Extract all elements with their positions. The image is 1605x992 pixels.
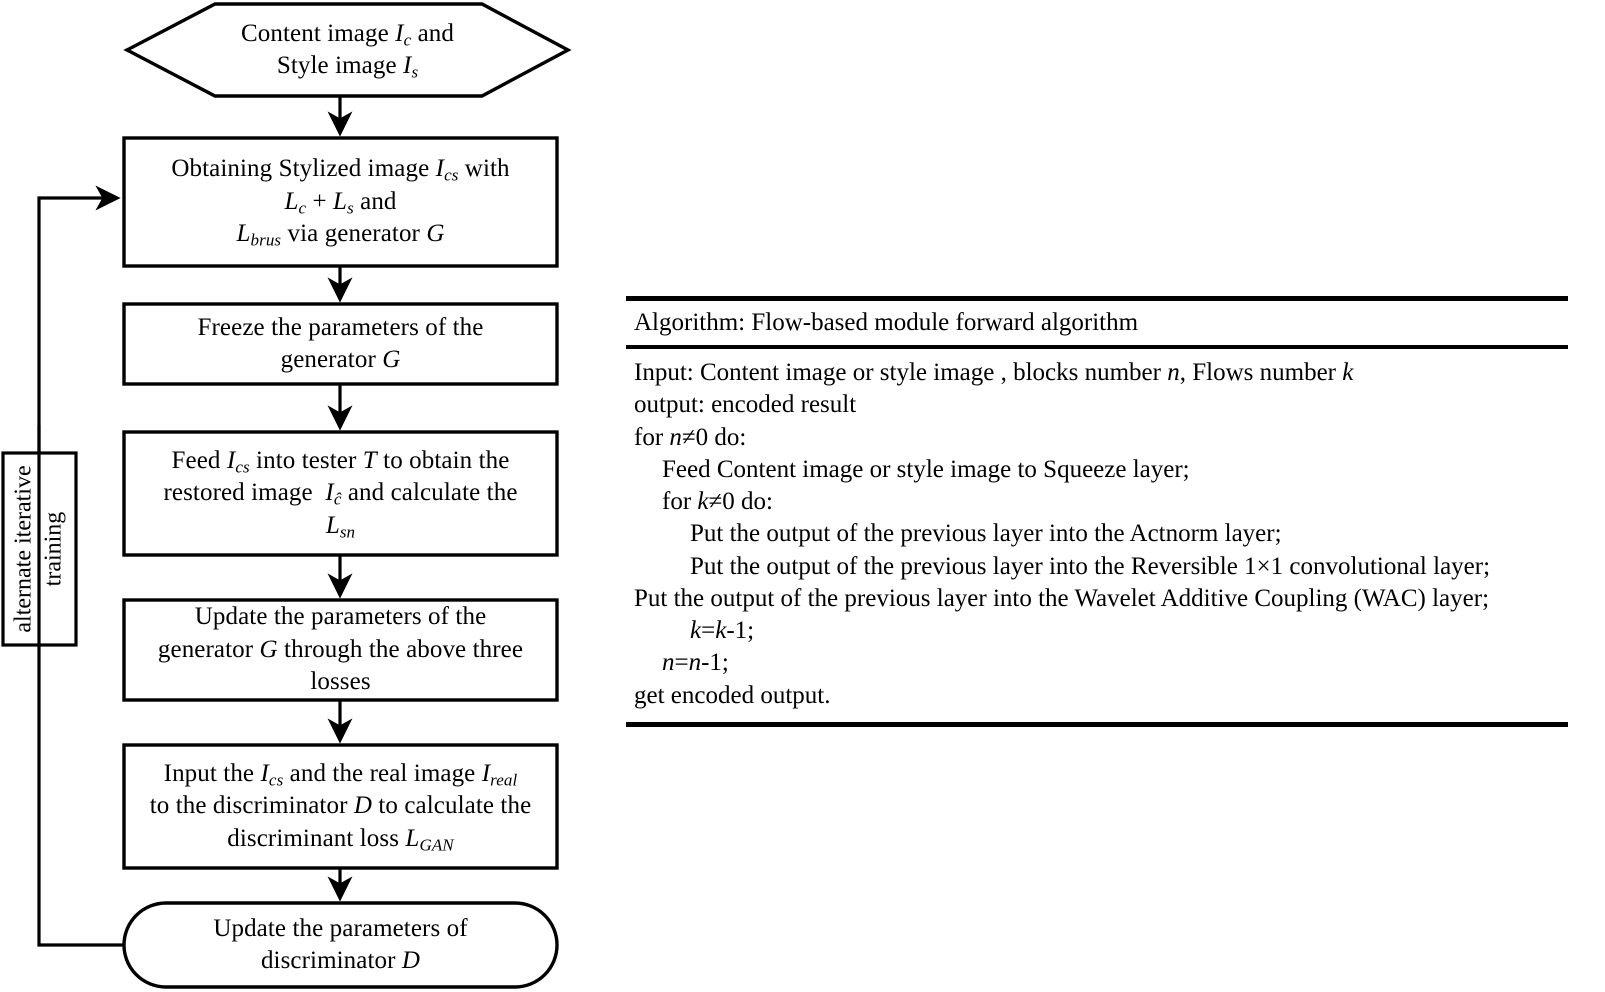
algorithm-line: Put the output of the previous layer int… (634, 584, 1490, 612)
algorithm-body: Input: Content image or style image , bl… (626, 349, 1568, 722)
algorithm-rule-top (626, 296, 1568, 301)
algorithm-line: Input: Content image or style image , bl… (634, 359, 1354, 386)
node-input-discriminator-shape (122, 743, 559, 870)
flowchart-diagram: Content image Ic and Style image Is Obta… (0, 0, 600, 992)
node-update-generator-shape (122, 598, 559, 702)
algorithm-title: Algorithm: Flow-based module forward alg… (634, 309, 1139, 336)
algorithm-line: Put the output of the previous layer int… (690, 520, 1282, 548)
algorithm-line: Feed Content image or style image to Squ… (662, 455, 1190, 483)
node-feed-tester-shape (122, 430, 559, 557)
node-input-images-shape (123, 2, 572, 98)
flowchart-shapes (1, 2, 572, 989)
feedback-loop-connector (37, 185, 124, 947)
algorithm-line: get encoded output. (634, 681, 831, 709)
algorithm-rule-middle (626, 345, 1568, 349)
algorithm-block: Algorithm: Flow-based module forward alg… (626, 296, 1568, 727)
algorithm-line: Put the output of the previous layer int… (690, 552, 1491, 580)
algorithm-line: for n≠0 do: (634, 423, 747, 451)
algorithm-line: k=k-1; (690, 617, 755, 644)
node-update-discriminator-shape (122, 901, 559, 989)
node-freeze-generator-shape (122, 302, 559, 386)
algorithm-rule-bottom (626, 721, 1568, 727)
node-obtain-stylized-shape (122, 136, 559, 268)
algorithm-line: output: encoded result (634, 391, 857, 419)
algorithm-line: n=n-1; (662, 649, 729, 677)
algorithm-line: for k≠0 do: (662, 488, 773, 515)
